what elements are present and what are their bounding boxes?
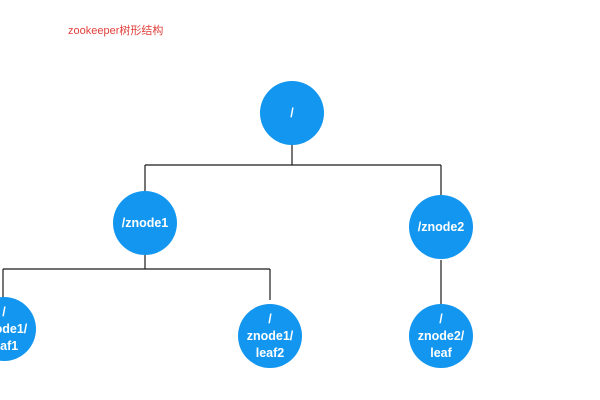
- diagram-caption: zookeeper树形结构: [68, 25, 164, 37]
- node-leaf1: / znode1/leaf1: [0, 297, 36, 361]
- node-znode1: /znode1: [113, 191, 177, 255]
- node-label-line: /: [439, 312, 443, 326]
- node-label-line: /: [268, 312, 272, 326]
- node-znode2-leaf-label: / znode2/leaf: [418, 312, 465, 360]
- node-leaf2-label: / znode1/leaf2: [247, 312, 294, 360]
- node-label-line: znode1/: [0, 322, 28, 336]
- node-label-line: /: [2, 305, 6, 319]
- node-leaf1-label: / znode1/leaf1: [0, 305, 28, 353]
- node-znode2: /znode2: [409, 195, 473, 259]
- node-znode1-label: /znode1: [122, 216, 169, 230]
- node-label-line: leaf: [430, 346, 452, 360]
- node-leaf2: / znode1/leaf2: [238, 304, 302, 368]
- node-label-line: znode1/: [247, 329, 294, 343]
- node-label-line: leaf1: [0, 339, 18, 353]
- node-label-line: znode2/: [418, 329, 465, 343]
- node-root: /: [260, 81, 324, 145]
- node-znode2-leaf: / znode2/leaf: [409, 304, 473, 368]
- node-label-line: leaf2: [256, 346, 285, 360]
- node-root-label: /: [290, 106, 294, 120]
- node-znode2-label: /znode2: [418, 220, 465, 234]
- tree-edges: [2, 145, 442, 304]
